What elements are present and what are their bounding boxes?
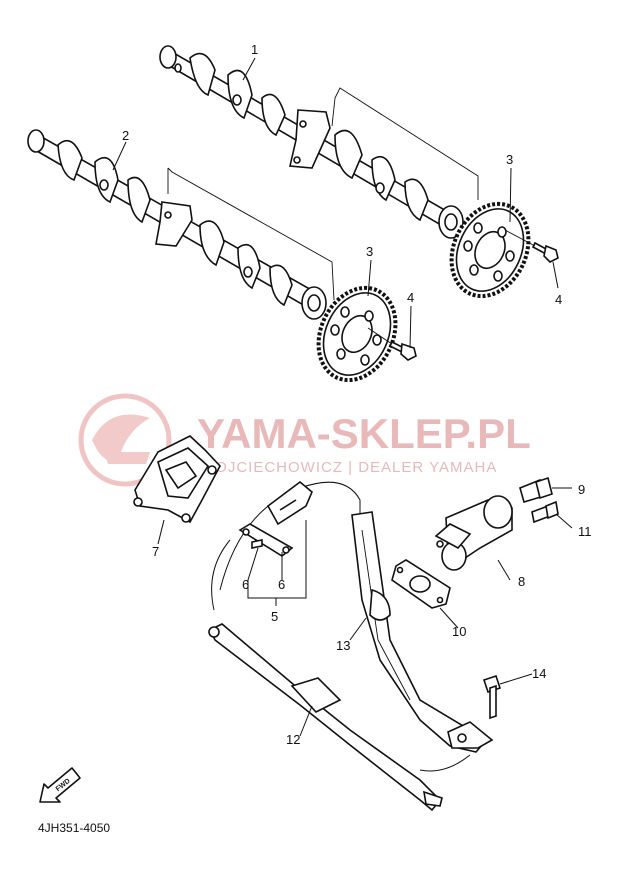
tensioner-bolt-9 [519,476,553,503]
callout-6-right: 6 [278,577,285,592]
chain-tensioner [434,495,513,571]
callout-12: 12 [286,732,300,747]
watermark-brand: YAMA-SKLEP.PL [197,410,531,457]
fwd-arrow-icon: FWD [39,767,81,803]
callout-13: 13 [336,638,350,653]
callout-3-upper: 3 [506,152,513,167]
callout-4-lower: 4 [407,290,414,305]
callout-10: 10 [452,624,466,639]
camshaft-upper [159,45,464,239]
callout-7: 7 [152,544,159,559]
callout-5: 5 [271,609,278,624]
tensioner-gasket [391,559,451,609]
callout-8: 8 [518,574,525,589]
sprocket-bolt-lower [367,327,417,361]
callout-3-lower: 3 [366,244,373,259]
callout-6-left: 6 [242,577,249,592]
callout-11: 11 [578,524,592,539]
watermark-tagline: WOJCIECHOWICZ | DEALER YAMAHA [200,459,497,476]
callout-14: 14 [532,666,546,681]
callout-4-upper: 4 [555,292,562,307]
chain-guide-top [133,435,221,524]
diagram-code: 4JH351-4050 [38,821,110,835]
cam-sprocket-upper [449,201,531,299]
callout-1: 1 [251,42,258,57]
callout-2: 2 [122,128,129,143]
watermark: YAMA-SKLEP.PL WOJCIECHOWICZ | DEALER YAM… [78,393,531,487]
guide-bolt-14 [482,674,502,720]
watermark-logo [78,393,172,487]
chain-joint-link [238,523,294,557]
callout-9: 9 [578,482,585,497]
leader-lines [112,57,573,737]
bracket-5 [247,520,307,599]
sprocket-bolt-upper [504,229,559,263]
timing-chain [211,480,471,772]
camshaft-lower [27,129,327,320]
chain-guide-long [351,511,494,753]
cam-sprocket-lower [316,285,398,383]
tensioner-bolt-11 [531,500,559,524]
chain-guide-lower [208,623,443,812]
callout-numbers: 1 2 3 3 4 4 5 6 6 7 8 9 10 11 12 13 14 [122,42,592,747]
